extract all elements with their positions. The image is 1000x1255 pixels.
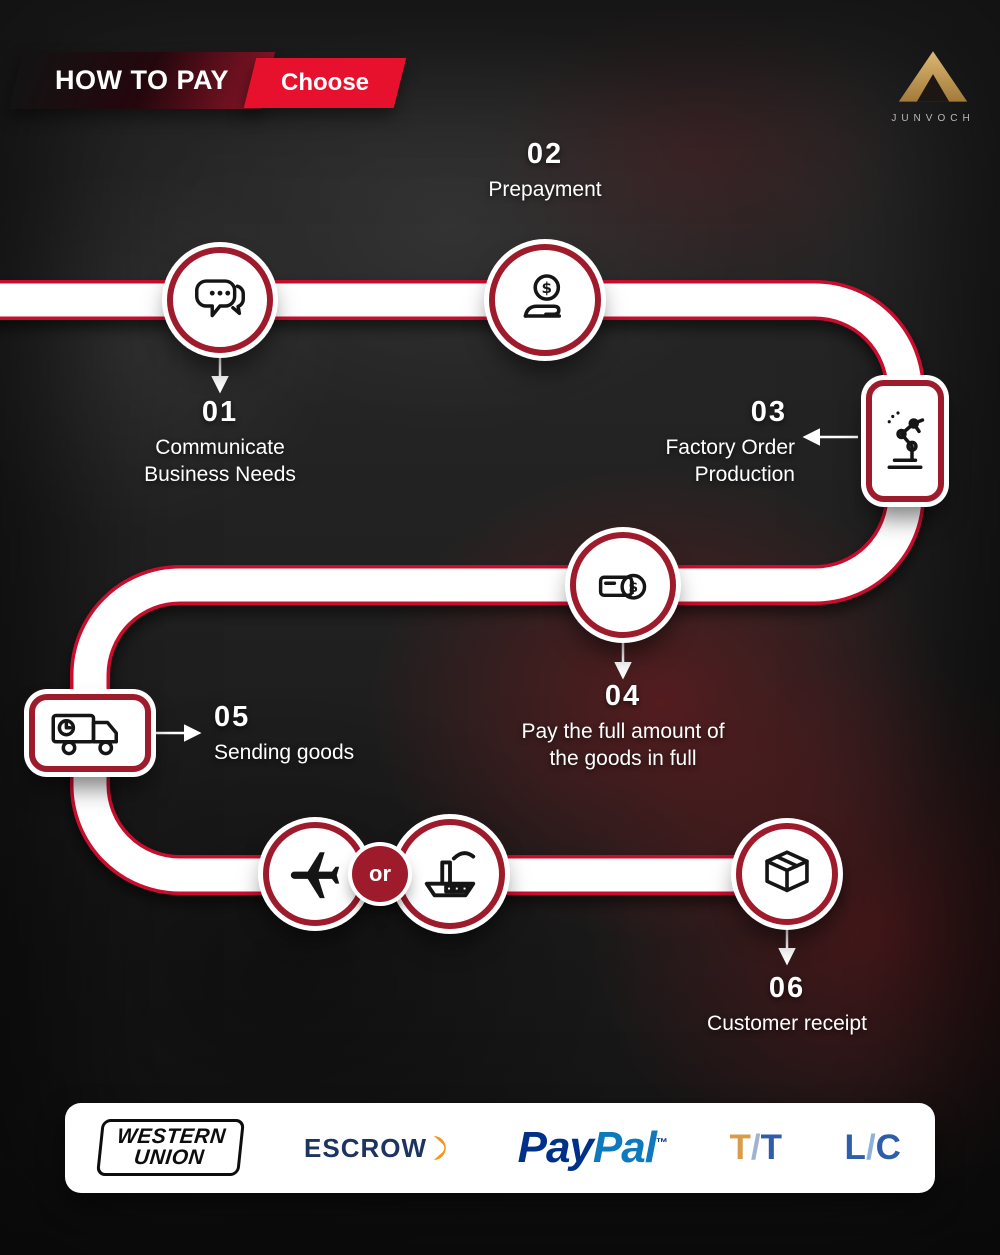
western-union-line2: UNION	[132, 1146, 206, 1169]
step-number: 01	[201, 396, 239, 428]
header-banner: HOW TO PAY	[8, 52, 276, 109]
western-union-line1: WESTERN	[115, 1125, 227, 1149]
or-label: or	[369, 861, 391, 886]
cargo-ship-icon	[424, 851, 476, 898]
paypal-pay: Pay	[517, 1123, 594, 1172]
choose-badge-label: Choose	[280, 69, 369, 96]
step-text: Customer receipt	[707, 1012, 867, 1035]
chat-bubbles-icon	[195, 279, 245, 318]
step-number: 05	[214, 701, 251, 733]
package-box-icon	[765, 850, 809, 893]
coin-dollar-symbol: $	[542, 279, 553, 297]
step-text: Communicate Business Needs	[144, 436, 296, 486]
robot-arm-icon	[887, 411, 925, 469]
step-02-label: 02 Prepayment	[445, 138, 645, 204]
step-number: 06	[768, 972, 806, 1004]
hand-with-coin-icon: $	[523, 274, 561, 318]
paypal-pal: Pal	[592, 1123, 657, 1172]
airplane-icon	[290, 852, 340, 899]
step-04-label: 04 Pay the full amount of the goods in f…	[473, 680, 773, 773]
brand-logo: JUNVOCH	[886, 48, 980, 124]
escrow-logo: ESCROW	[304, 1133, 455, 1164]
payment-methods-bar: WESTERN UNION ESCROW PayPal™ T/T L/C	[65, 1103, 935, 1193]
step-text: Sending goods	[214, 741, 355, 764]
choose-badge: Choose	[243, 58, 407, 108]
sea-transport-node	[395, 819, 505, 929]
brand-name: JUNVOCH	[891, 113, 975, 124]
step-text: Pay the full amount of the goods in full	[521, 720, 725, 770]
step-05-label: 05 Sending goods	[214, 701, 434, 767]
escrow-wordmark: ESCROW	[304, 1132, 428, 1163]
step-06-label: 06 Customer receipt	[657, 972, 917, 1038]
page-title: HOW TO PAY	[54, 65, 230, 95]
coin-dollar-symbol: $	[629, 580, 639, 596]
step-number: 02	[526, 138, 564, 170]
step-05-node	[29, 694, 151, 772]
step-01-node	[167, 247, 273, 353]
paypal-tm: ™	[655, 1135, 668, 1150]
step-text: Factory Order Production	[665, 436, 795, 486]
step-number: 04	[604, 680, 642, 712]
step-01-label: 01 Communicate Business Needs	[95, 396, 345, 489]
paypal-logo: PayPal™	[517, 1123, 668, 1173]
tt-payment-label: T/T	[729, 1128, 782, 1167]
brand-triangle-icon	[898, 51, 968, 102]
money-and-coin-icon: $	[598, 573, 647, 600]
western-union-logo: WESTERN UNION	[95, 1119, 245, 1177]
or-connector: or	[352, 846, 408, 902]
step-04-node: $	[570, 532, 676, 638]
lc-payment-label: L/C	[844, 1128, 901, 1167]
step-text: Prepayment	[488, 178, 602, 201]
step-03-label: 03 Factory Order Production	[590, 396, 795, 489]
delivery-truck-icon	[51, 713, 118, 756]
step-number: 03	[750, 396, 787, 428]
step-02-node: $	[489, 244, 601, 356]
escrow-arrow-icon	[433, 1136, 446, 1160]
step-03-node	[866, 380, 944, 502]
step-06-node	[736, 823, 838, 925]
